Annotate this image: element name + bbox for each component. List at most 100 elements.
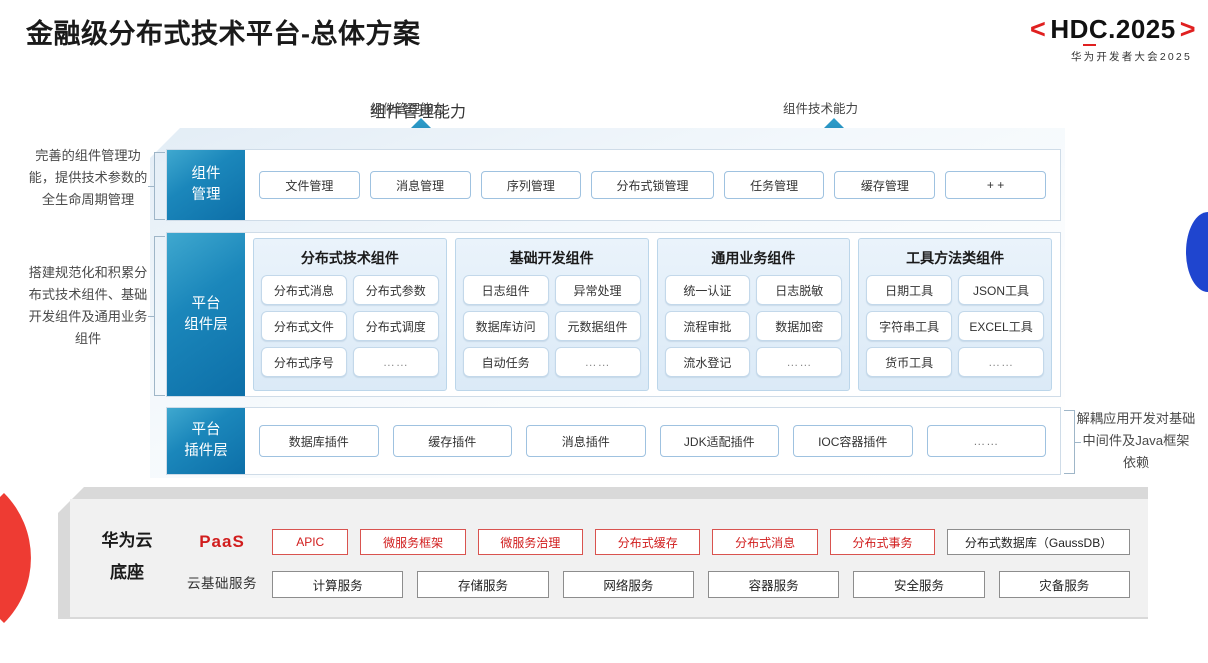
chip-distributed-lock-management[interactable]: 分布式锁管理 <box>591 171 714 199</box>
base-panel <box>70 499 1148 617</box>
gchip-more[interactable]: …… <box>756 347 843 377</box>
chip-more[interactable]: …… <box>926 425 1046 457</box>
arrow-label-component-management: 组件管理能力 <box>370 104 467 121</box>
base-chip-security-service[interactable]: 安全服务 <box>853 571 985 598</box>
group-grid: 统一认证 日志脱敏 流程审批 数据加密 流水登记 …… <box>664 275 843 377</box>
gchip-distributed-file[interactable]: 分布式文件 <box>261 311 347 341</box>
gchip-unified-auth[interactable]: 统一认证 <box>664 275 751 305</box>
page-title: 金融级分布式技术平台-总体方案 <box>26 19 421 49</box>
gchip-more[interactable]: …… <box>352 347 439 377</box>
bracket-component-management <box>148 152 165 220</box>
base-chip-container-service[interactable]: 容器服务 <box>707 571 840 598</box>
logo-bracket-right-icon: > <box>1179 14 1196 44</box>
chip-task-management[interactable]: 任务管理 <box>723 171 825 199</box>
group-title: 通用业务组件 <box>711 250 796 266</box>
arrow-label-2: 组件技术能力 <box>783 102 859 116</box>
base-chip-storage-service[interactable]: 存储服务 <box>417 571 549 598</box>
row-label-line1: 组件 <box>191 166 221 182</box>
gchip-transaction-record[interactable]: 流水登记 <box>664 347 751 377</box>
row-platform-plugin-layer: 平台 插件层 数据库插件 缓存插件 消息插件 JDK适配插件 IOC容器插件 …… <box>167 408 1060 474</box>
gchip-log-masking[interactable]: 日志脱敏 <box>756 275 843 305</box>
group-basic-dev-components: 基础开发组件 日志组件 异常处理 数据库访问 元数据组件 自动任务 …… <box>454 238 649 391</box>
paas-label: PaaS <box>199 532 245 551</box>
logo-bracket-left-icon: < <box>1030 14 1047 44</box>
side-note-right: 解耦应用开发对基础中间件及Java框架依赖 <box>1076 411 1196 470</box>
group-title: 工具方法类组件 <box>906 250 1005 266</box>
base-title-line1: 华为云 <box>101 531 153 550</box>
row-body-component-management: 文件管理 消息管理 序列管理 分布式锁管理 任务管理 缓存管理 + + <box>245 150 1060 220</box>
base-chip-apic[interactable]: APIC <box>272 529 349 555</box>
gchip-log-component[interactable]: 日志组件 <box>462 275 549 305</box>
gchip-exception-handling[interactable]: 异常处理 <box>554 275 641 305</box>
chip-add-more[interactable]: + + <box>945 171 1046 199</box>
row-label-component-management: 组件 管理 <box>167 150 245 220</box>
gchip-data-encryption[interactable]: 数据加密 <box>756 311 843 341</box>
gchip-more[interactable]: …… <box>554 347 641 377</box>
base-chip-microservice-governance[interactable]: 微服务治理 <box>477 529 584 555</box>
chip-db-plugin[interactable]: 数据库插件 <box>259 425 379 457</box>
row-component-management: 组件 管理 文件管理 消息管理 序列管理 分布式锁管理 任务管理 缓存管理 + … <box>167 150 1060 220</box>
chip-cache-management[interactable]: 缓存管理 <box>834 171 936 199</box>
gchip-auto-task[interactable]: 自动任务 <box>462 347 549 377</box>
hdc-logo: < HDC.2025 > 华为开发者大会2025 <box>1030 14 1196 64</box>
chip-sequence-management[interactable]: 序列管理 <box>480 171 582 199</box>
gchip-json-tool[interactable]: JSON工具 <box>958 275 1044 305</box>
chip-message-management[interactable]: 消息管理 <box>369 171 471 199</box>
cloud-base-service-label: 云基础服务 <box>187 576 257 591</box>
base-chip-microservice-framework[interactable]: 微服务框架 <box>360 529 466 555</box>
row-label-platform-component-layer: 平台 组件层 <box>167 233 245 396</box>
group-general-business-components: 通用业务组件 统一认证 日志脱敏 流程审批 数据加密 流水登记 …… <box>656 238 851 391</box>
bracket-platform-plugin <box>1064 410 1081 474</box>
gchip-currency-tool[interactable]: 货币工具 <box>866 347 953 377</box>
base-chip-distributed-cache[interactable]: 分布式缓存 <box>595 529 701 555</box>
group-grid: 分布式消息 分布式参数 分布式文件 分布式调度 分布式序号 …… <box>261 275 439 377</box>
group-tool-method-components: 工具方法类组件 日期工具 JSON工具 字符串工具 EXCEL工具 货币工具 …… <box>858 238 1052 391</box>
gchip-date-tool[interactable]: 日期工具 <box>866 275 953 305</box>
row-label-line2: 插件层 <box>184 443 228 459</box>
row-body-platform-plugin-layer: 数据库插件 缓存插件 消息插件 JDK适配插件 IOC容器插件 …… <box>245 408 1060 474</box>
row-label-line2: 组件层 <box>184 316 228 333</box>
side-note-left-2: 搭建规范化和积累分布式技术组件、基础开发组件及通用业务组件 <box>28 265 148 346</box>
chip-ioc-container-plugin[interactable]: IOC容器插件 <box>793 425 913 457</box>
gchip-distributed-param[interactable]: 分布式参数 <box>352 275 439 305</box>
base-chip-distributed-transaction[interactable]: 分布式事务 <box>829 529 936 555</box>
group-grid: 日期工具 JSON工具 字符串工具 EXCEL工具 货币工具 …… <box>866 275 1044 377</box>
base-title-line2: 底座 <box>110 563 144 582</box>
cloud-items-row: 计算服务 存储服务 网络服务 容器服务 安全服务 灾备服务 <box>272 571 1130 598</box>
base-chip-distributed-database[interactable]: 分布式数据库（GaussDB） <box>947 529 1130 555</box>
group-title: 基础开发组件 <box>509 250 594 266</box>
base-chip-distributed-message[interactable]: 分布式消息 <box>712 529 818 555</box>
side-note-left-1: 完善的组件管理功能，提供技术参数的全生命周期管理 <box>28 148 148 207</box>
chip-file-management[interactable]: 文件管理 <box>259 171 360 199</box>
base-chip-network-service[interactable]: 网络服务 <box>562 571 694 598</box>
gchip-excel-tool[interactable]: EXCEL工具 <box>958 311 1044 341</box>
row-platform-component-layer: 平台 组件层 分布式技术组件 分布式消息 分布式参数 分布式文件 分布式调度 分… <box>167 233 1060 396</box>
logo-main-text: HDC.2025 <box>1050 14 1176 44</box>
gchip-db-access[interactable]: 数据库访问 <box>462 311 549 341</box>
group-distributed-tech-components: 分布式技术组件 分布式消息 分布式参数 分布式文件 分布式调度 分布式序号 …… <box>253 238 447 391</box>
logo-underline-accent <box>1083 43 1097 46</box>
chip-cache-plugin[interactable]: 缓存插件 <box>392 425 512 457</box>
row-label-platform-plugin-layer: 平台 插件层 <box>167 408 245 474</box>
row-label-line1: 平台 <box>191 295 221 312</box>
base-chip-compute-service[interactable]: 计算服务 <box>272 571 404 598</box>
gchip-distributed-schedule[interactable]: 分布式调度 <box>352 311 439 341</box>
base-title: 华为云 底座 <box>84 525 170 589</box>
chip-message-plugin[interactable]: 消息插件 <box>526 425 646 457</box>
gchip-process-approval[interactable]: 流程审批 <box>664 311 751 341</box>
group-title: 分布式技术组件 <box>300 250 399 266</box>
arrow-label-1: 组件管理能力 <box>370 102 446 116</box>
gchip-distributed-serial[interactable]: 分布式序号 <box>261 347 347 377</box>
gchip-more[interactable]: …… <box>958 347 1044 377</box>
bracket-platform-component <box>148 236 165 396</box>
row-label-line1: 平台 <box>191 422 221 438</box>
gchip-string-tool[interactable]: 字符串工具 <box>866 311 953 341</box>
gchip-distributed-message[interactable]: 分布式消息 <box>261 275 347 305</box>
logo-sub-text: 华为开发者大会2025 <box>1070 51 1192 63</box>
chip-jdk-adapter-plugin[interactable]: JDK适配插件 <box>659 425 779 457</box>
base-chip-disaster-recovery-service[interactable]: 灾备服务 <box>998 571 1130 598</box>
paas-items-row: APIC 微服务框架 微服务治理 分布式缓存 分布式消息 分布式事务 分布式数据… <box>272 529 1130 555</box>
group-grid: 日志组件 异常处理 数据库访问 元数据组件 自动任务 …… <box>462 275 641 377</box>
row-body-platform-component-layer: 分布式技术组件 分布式消息 分布式参数 分布式文件 分布式调度 分布式序号 ……… <box>245 233 1060 396</box>
gchip-metadata-component[interactable]: 元数据组件 <box>554 311 641 341</box>
